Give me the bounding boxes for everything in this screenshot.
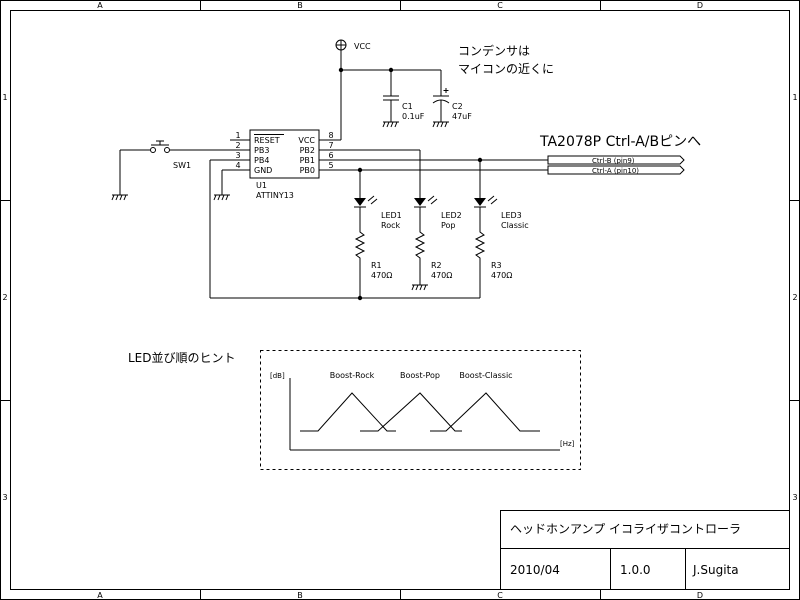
junction-vcc xyxy=(338,67,344,73)
r1-value: 470Ω xyxy=(371,271,392,280)
pin-pb3-name: PB3 xyxy=(254,146,269,155)
ctrl-a-label: Ctrl-A (pin10) xyxy=(592,167,639,175)
hint-x-unit: [Hz] xyxy=(560,440,575,448)
curve-label-rock: Boost-Rock xyxy=(330,371,375,380)
curve-label-pop: Boost-Pop xyxy=(400,371,440,380)
pin-pb1-name: PB1 xyxy=(300,156,315,165)
frame-row-3-right: 3 xyxy=(792,493,797,502)
c1-value: 0.1uF xyxy=(402,112,425,121)
ctrl-a-arrow xyxy=(547,165,685,175)
r3-value: 470Ω xyxy=(491,271,512,280)
led-order-hint: LED並び順のヒント [dB] [Hz] Boost-Rock Boost-Po… xyxy=(128,350,581,470)
frame-row-1-left: 1 xyxy=(2,93,7,102)
r2-value: 470Ω xyxy=(431,271,452,280)
signal-wires xyxy=(329,149,548,198)
pin-1-num: 1 xyxy=(235,131,240,140)
ground-mcu xyxy=(213,169,230,201)
hint-y-unit: [dB] xyxy=(270,372,285,380)
drawing-version: 1.0.0 xyxy=(620,563,651,577)
pin-3-num: 3 xyxy=(235,151,240,160)
frame-row-2-right: 2 xyxy=(792,293,797,302)
vcc-supply: VCC xyxy=(329,39,441,141)
pin-7-num: 7 xyxy=(328,141,333,150)
r3-ref: R3 xyxy=(491,261,502,270)
pin-gnd-name: GND xyxy=(254,166,272,175)
mcu-u1: 1 2 3 4 8 7 6 5 RESET PB3 PB4 GND VCC PB… xyxy=(230,129,334,200)
sw1-ref: SW1 xyxy=(173,161,191,170)
curve-classic xyxy=(430,392,540,432)
drawing-author: J.Sugita xyxy=(692,563,739,577)
capacitor-note-line2: マイコンの近くに xyxy=(458,62,554,76)
curve-pop xyxy=(360,392,462,432)
hint-box xyxy=(260,350,581,470)
drawing-title: ヘッドホンアンプ イコライザコントローラ xyxy=(510,522,741,536)
ground-r2 xyxy=(411,284,428,291)
frame-col-a-bottom: A xyxy=(97,591,103,600)
pin-5-num: 5 xyxy=(328,161,333,170)
frame-col-d-top: D xyxy=(697,1,703,10)
pin-8-num: 8 xyxy=(328,131,333,140)
junction-pb0 xyxy=(357,167,363,173)
ground-c2 xyxy=(432,121,449,128)
led2-ref: LED2 xyxy=(441,211,462,220)
capacitor-c2: C2 47uF xyxy=(432,70,472,122)
connector-title: TA2078P Ctrl-A/Bピンへ xyxy=(539,134,701,150)
frame-col-c-bottom: C xyxy=(497,591,503,600)
title-block: ヘッドホンアンプ イコライザコントローラ 2010/04 1.0.0 J.Sug… xyxy=(500,510,790,590)
resistor-r3: R3 470Ω xyxy=(474,228,512,298)
frame-col-d-bottom: D xyxy=(697,591,703,600)
capacitor-note-line1: コンデンサは xyxy=(458,43,530,58)
resistor-r1: R1 470Ω xyxy=(354,228,392,298)
pin-vcc-name: VCC xyxy=(298,136,315,145)
frame-row-1-right: 1 xyxy=(792,93,797,102)
pin-6-num: 6 xyxy=(328,151,333,160)
c1-ref: C1 xyxy=(402,102,413,111)
led-2: LED2 Pop xyxy=(414,195,462,230)
led1-ref: LED1 xyxy=(381,211,402,220)
ctrl-b-arrow xyxy=(547,155,685,165)
frame-col-a-top: A xyxy=(97,1,103,10)
switch-sw1: SW1 xyxy=(119,140,230,195)
led1-label: Rock xyxy=(381,221,400,230)
junction-pb1 xyxy=(477,157,483,163)
curve-rock xyxy=(300,392,396,432)
mcu-part: ATTINY13 xyxy=(256,191,294,200)
c2-ref: C2 xyxy=(452,102,463,111)
frame-col-b-bottom: B xyxy=(297,591,303,600)
frame-col-c-top: C xyxy=(497,1,503,10)
drawing-date: 2010/04 xyxy=(510,563,560,577)
wire-pb4-return xyxy=(209,159,480,301)
ground-c1 xyxy=(382,121,399,128)
led3-label: Classic xyxy=(501,221,529,230)
mcu-ref: U1 xyxy=(256,181,267,190)
frame-row-2-left: 2 xyxy=(2,293,7,302)
curve-label-classic: Boost-Classic xyxy=(459,371,512,380)
c2-value: 47uF xyxy=(452,112,472,121)
r1-ref: R1 xyxy=(371,261,382,270)
led2-label: Pop xyxy=(441,221,456,230)
r2-ref: R2 xyxy=(431,261,442,270)
capacitor-c1: C1 0.1uF xyxy=(383,70,425,122)
connector-ta2078p: TA2078P Ctrl-A/Bピンへ Ctrl-B (pin9) Ctrl-A… xyxy=(539,134,701,175)
led-3: LED3 Classic xyxy=(474,195,529,230)
led3-ref: LED3 xyxy=(501,211,522,220)
resistor-r2: R2 470Ω xyxy=(414,228,452,285)
led-1: LED1 Rock xyxy=(354,195,402,230)
frame-row-3-left: 3 xyxy=(2,493,7,502)
pin-pb4-name: PB4 xyxy=(254,156,269,165)
vcc-label: VCC xyxy=(354,42,371,51)
hint-title: LED並び順のヒント xyxy=(128,351,236,365)
ground-sw1 xyxy=(111,194,128,201)
frame-col-b-top: B xyxy=(297,1,303,10)
pin-2-num: 2 xyxy=(235,141,240,150)
ctrl-b-label: Ctrl-B (pin9) xyxy=(592,157,635,165)
pin-pb0-name: PB0 xyxy=(300,166,315,175)
pin-reset-name: RESET xyxy=(254,136,280,145)
pin-4-num: 4 xyxy=(235,161,240,170)
pin-pb2-name: PB2 xyxy=(300,146,315,155)
